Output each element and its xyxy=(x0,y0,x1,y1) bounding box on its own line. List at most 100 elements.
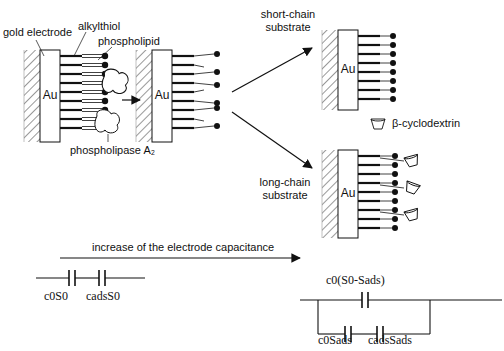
alkylthiol-chain xyxy=(172,55,194,57)
alkylthiol-chain xyxy=(172,64,194,66)
alkylthiol-chain xyxy=(60,64,82,66)
lipid-tail xyxy=(380,201,392,202)
leader-line xyxy=(98,47,112,60)
lipid-tail xyxy=(380,165,392,166)
alkylthiol-chain xyxy=(358,218,380,220)
circuit-wire xyxy=(75,277,99,278)
phospholipase-blob xyxy=(102,69,128,93)
alkylthiol-chain xyxy=(60,55,82,57)
lipid-tail xyxy=(380,72,390,73)
electrode-edge xyxy=(322,150,323,238)
lipid-head xyxy=(392,171,398,177)
lipid-tail xyxy=(380,45,390,46)
lipid-head xyxy=(390,96,396,102)
lipid-head xyxy=(390,42,396,48)
leader-line xyxy=(74,32,86,56)
circuit-wire xyxy=(317,300,318,334)
capacitor-label: cadsSads xyxy=(368,334,412,348)
gold-plate xyxy=(338,150,358,238)
alkylthiol-chain xyxy=(358,71,380,73)
lipid-tail xyxy=(82,64,102,67)
alkylthiol-chain xyxy=(358,80,380,82)
lipid-tail xyxy=(380,183,392,184)
lipid-head xyxy=(214,105,220,111)
circuit-wire xyxy=(368,299,502,300)
step-label: short-chain substrate xyxy=(238,8,338,33)
alkylthiol-chain xyxy=(358,89,380,91)
lipid-tail xyxy=(194,119,204,121)
lipid-head xyxy=(214,123,220,129)
lipid-tail xyxy=(380,99,390,100)
lipid-tail xyxy=(82,55,102,58)
electrode-hatch xyxy=(136,50,152,142)
electrode-hatch xyxy=(322,30,338,110)
electrode xyxy=(136,50,220,142)
lipid-head xyxy=(214,51,220,57)
lipid-head xyxy=(390,78,396,84)
capacitor-plate xyxy=(98,270,100,286)
cyclodextrin-icon xyxy=(404,181,421,195)
electrode xyxy=(322,150,420,238)
alkylthiol-chain xyxy=(172,82,194,84)
lipid-tail xyxy=(194,83,214,85)
material-label: Au xyxy=(341,63,356,77)
lipid-tail xyxy=(194,126,214,128)
alkylthiol-chain xyxy=(358,182,380,184)
lipid-head xyxy=(214,82,220,88)
lipid-tail xyxy=(380,90,390,91)
alkylthiol-chain xyxy=(60,73,82,75)
capacitor-label: cadsS0 xyxy=(86,290,120,304)
lipid-head xyxy=(392,162,398,168)
lipid-tail xyxy=(82,100,102,103)
alkylthiol-chain xyxy=(60,100,82,102)
process-arrow xyxy=(232,112,312,168)
circuit-wire xyxy=(300,299,362,300)
capacitor-label: c0(S0-Sads) xyxy=(326,274,385,288)
lipid-tail xyxy=(194,101,214,103)
reagent-label: β-cyclodextrin xyxy=(392,117,460,130)
lipid-head xyxy=(392,225,398,231)
lipid-tail xyxy=(194,72,214,74)
lipid-tail xyxy=(380,54,390,55)
material-label: Au xyxy=(341,187,356,201)
material-label: Au xyxy=(155,89,170,103)
lipid-tail xyxy=(380,81,390,82)
lipid-tail xyxy=(194,108,214,110)
lipid-head xyxy=(390,60,396,66)
long-tail xyxy=(380,212,404,215)
lipid-tail xyxy=(380,174,392,175)
alkylthiol-chain xyxy=(60,118,82,120)
alkylthiol-chain xyxy=(172,118,194,120)
lipid-tail xyxy=(82,82,102,85)
lipid-head xyxy=(390,51,396,57)
alkylthiol-chain xyxy=(358,35,380,37)
gold-plate xyxy=(338,30,358,110)
label: alkylthiol xyxy=(78,20,120,33)
leader-line xyxy=(108,134,109,142)
lipid-head xyxy=(392,153,398,159)
circuit-wire xyxy=(36,277,69,278)
label: gold electrode xyxy=(3,26,72,39)
phospholipase-blob xyxy=(95,110,120,133)
alkylthiol-chain xyxy=(172,127,194,129)
gold-plate xyxy=(40,50,60,142)
material-label: Au xyxy=(43,89,58,103)
alkylthiol-chain xyxy=(60,82,82,84)
electrode-edge xyxy=(322,30,323,110)
lipid-tail xyxy=(194,65,204,67)
long-tail xyxy=(380,158,404,161)
alkylthiol-chain xyxy=(358,62,380,64)
lipid-head xyxy=(392,189,398,195)
electrode xyxy=(322,30,396,110)
leader-line xyxy=(36,40,44,56)
alkylthiol-chain xyxy=(358,173,380,175)
capacitor-plate xyxy=(361,292,363,308)
alkylthiol-chain xyxy=(358,227,380,229)
lipid-tail xyxy=(380,219,392,220)
lipid-tail xyxy=(380,63,390,64)
cyclodextrin-icon xyxy=(404,208,420,221)
lipid-head xyxy=(392,207,398,213)
lipid-tail xyxy=(380,228,392,229)
long-tail xyxy=(380,185,404,188)
